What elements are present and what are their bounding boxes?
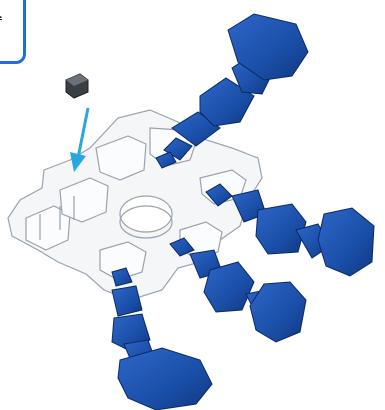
blue-arm-top <box>164 14 308 160</box>
connector-pin <box>66 74 88 98</box>
blue-arm-right-lower <box>170 238 306 342</box>
